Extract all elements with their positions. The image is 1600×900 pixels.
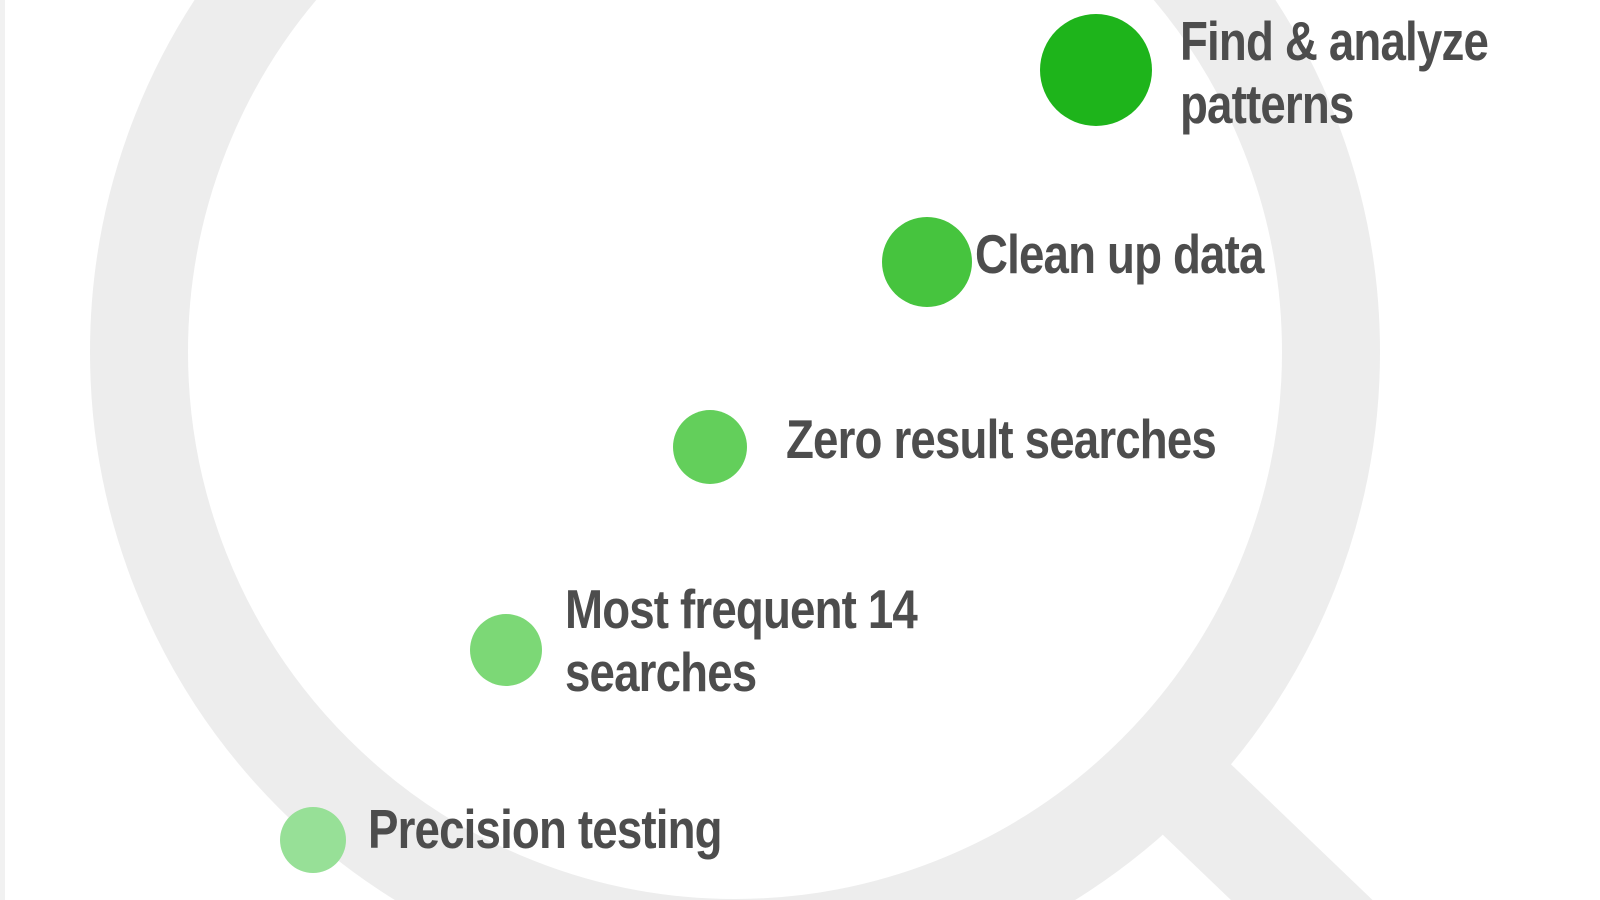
bubble-label-most-frequent-searches: Most frequent 14 searches [565,578,918,704]
label-line: Zero result searches [786,408,1217,470]
label-line: Find & analyze [1180,10,1489,72]
bubble-clean-up-data [882,217,972,307]
magnifier-lens-icon [90,0,1380,900]
bubble-most-frequent-searches [470,614,542,686]
bubble-label-zero-result-searches: Zero result searches [786,408,1217,471]
label-line: searches [565,641,757,703]
bubble-label-clean-up-data: Clean up data [975,223,1264,286]
bubble-label-find-analyze-patterns: Find & analyze patterns [1180,10,1489,136]
bubble-zero-result-searches [673,410,747,484]
magnifier-handle-icon [1129,731,1373,900]
bubble-precision-testing [280,807,346,873]
label-line: patterns [1180,73,1354,135]
label-line: Precision testing [368,798,723,860]
label-line: Most frequent 14 [565,578,918,640]
left-edge-strip [0,0,5,900]
bubble-label-precision-testing: Precision testing [368,798,723,861]
label-line: Clean up data [975,223,1264,285]
bubble-find-analyze-patterns [1040,14,1152,126]
